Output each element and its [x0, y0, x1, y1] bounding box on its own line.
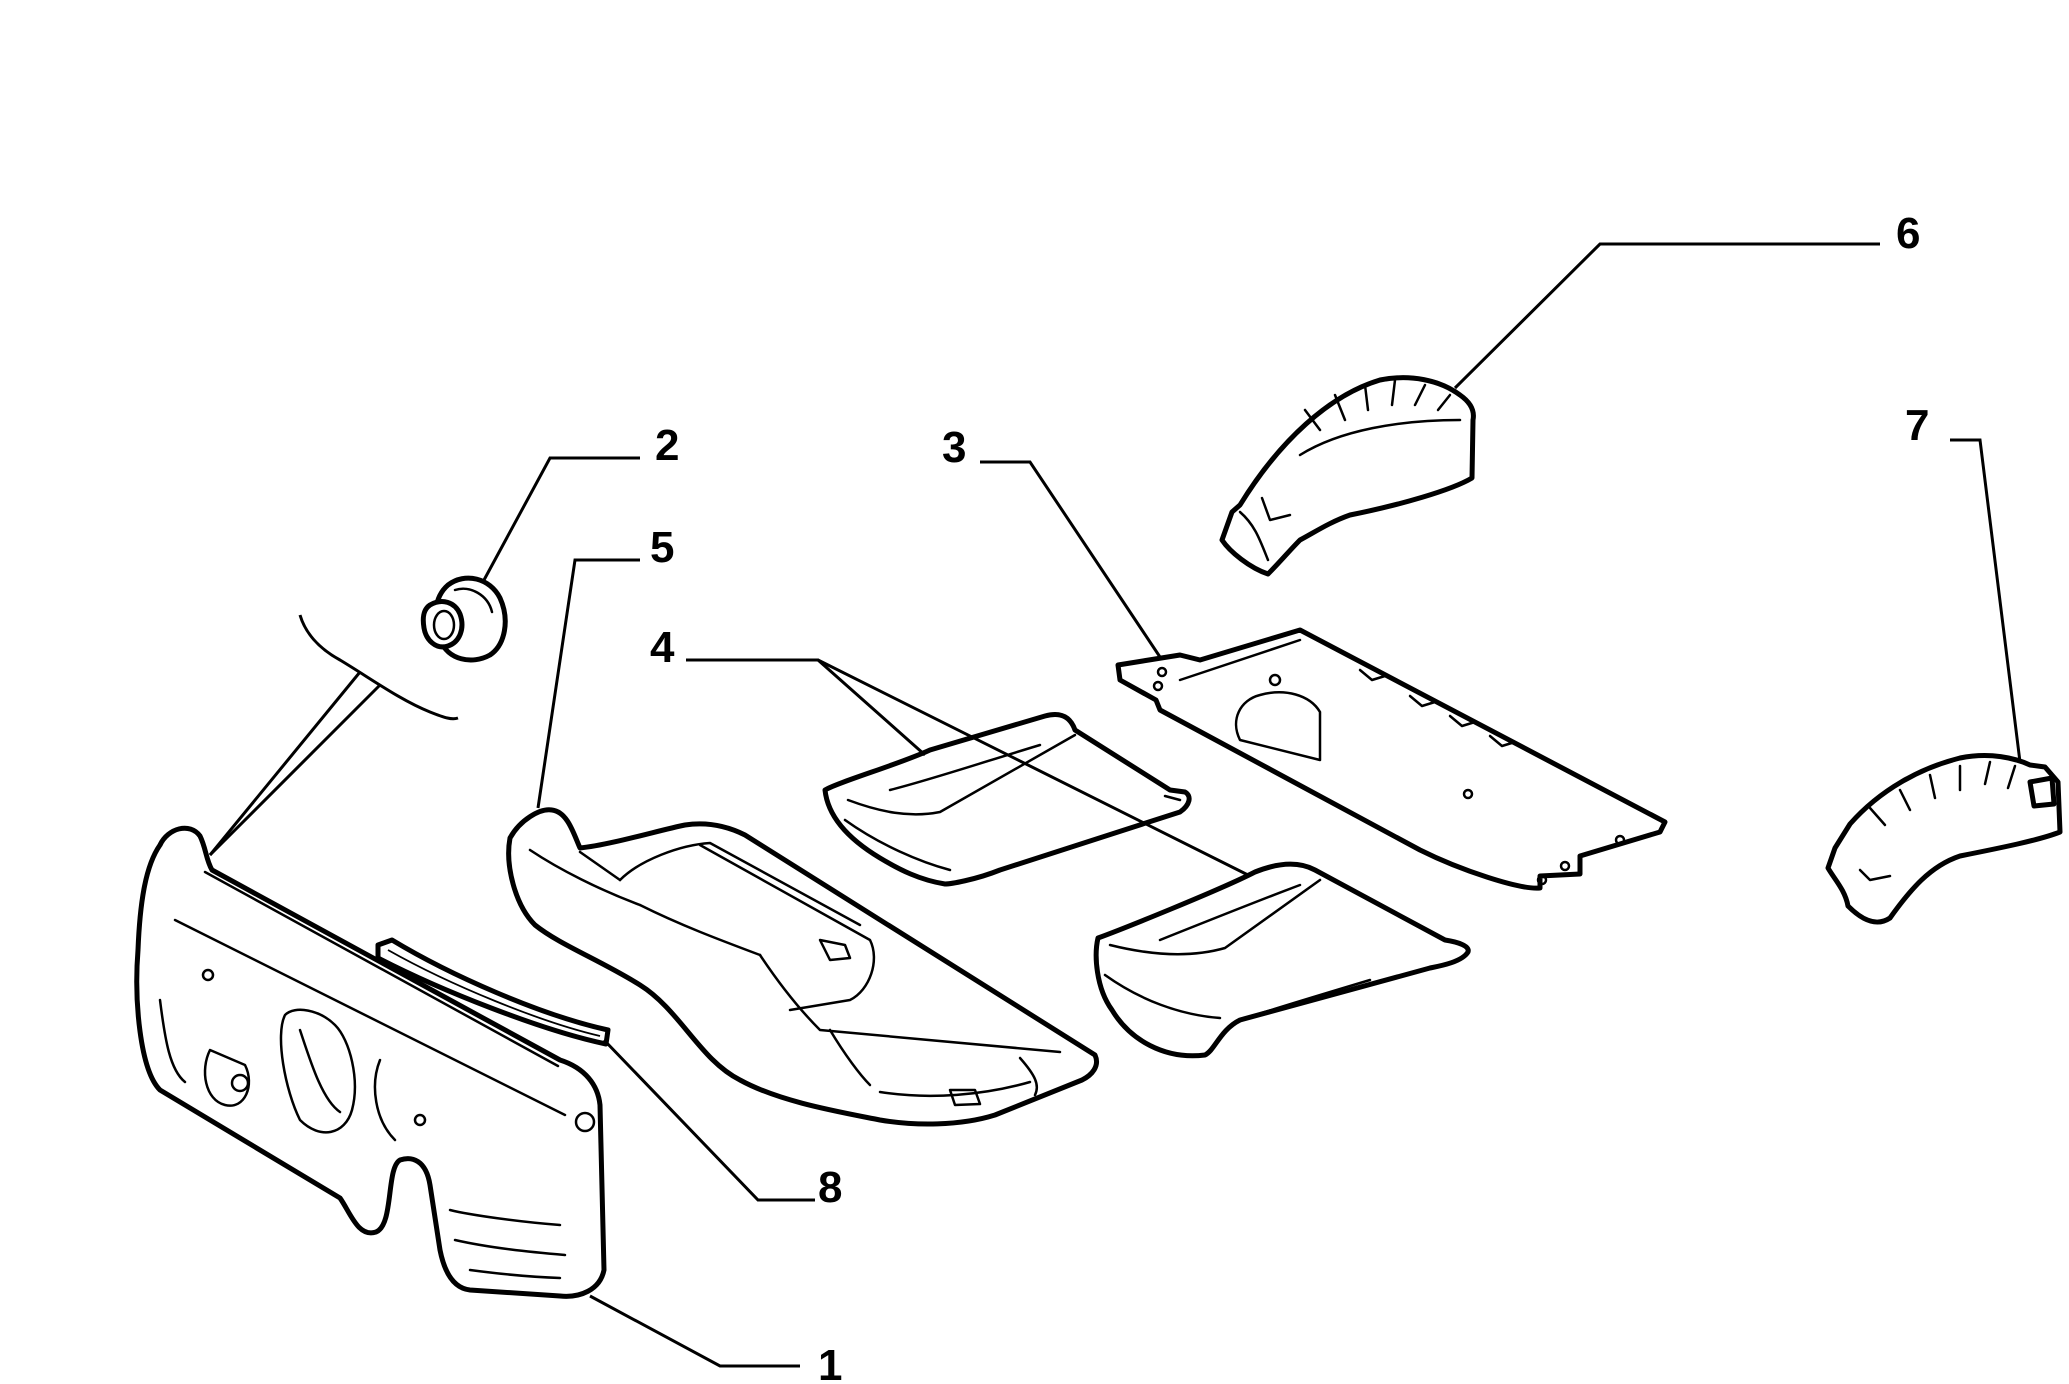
- leader-4a: [686, 658, 926, 757]
- part-1-bulkhead-insulation: [134, 825, 607, 1299]
- callout-1: 1: [818, 1341, 842, 1384]
- part-8-seal-strip: [375, 937, 611, 1047]
- leader-lines: [208, 242, 2022, 1368]
- callout-labels: 1 2 3 4 5 6 7 8: [650, 209, 1929, 1384]
- leader-1-to-grommet-b: [208, 683, 382, 857]
- leader-2: [482, 456, 640, 581]
- leader-1: [589, 1294, 800, 1368]
- part-7-wheel-arch-insulation: [1825, 753, 2063, 925]
- leader-3: [980, 460, 1162, 658]
- callout-3: 3: [942, 423, 966, 472]
- leader-8: [602, 1038, 815, 1202]
- leader-1-to-grommet-a: [208, 671, 362, 856]
- leader-5: [536, 558, 640, 809]
- part-2-grommet: [420, 575, 508, 663]
- part-4-floor-mat-upper: [822, 712, 1192, 887]
- grommet-hole-outline: [298, 614, 459, 721]
- part-5-tunnel-insulation: [506, 807, 1099, 1127]
- callout-4: 4: [650, 623, 675, 672]
- leader-4b: [817, 658, 1251, 878]
- part-6-wheel-arch-insulation: [1219, 375, 1476, 577]
- callout-5: 5: [650, 523, 674, 572]
- callout-2: 2: [655, 421, 679, 470]
- callout-8: 8: [818, 1163, 842, 1212]
- leader-6: [1453, 242, 1880, 390]
- leader-7: [1950, 438, 2022, 763]
- part-3-rear-floor-panel: [1115, 627, 1668, 891]
- callout-6: 6: [1896, 209, 1920, 258]
- part-4-floor-mat-lower: [1093, 861, 1471, 1059]
- callout-7: 7: [1905, 401, 1929, 450]
